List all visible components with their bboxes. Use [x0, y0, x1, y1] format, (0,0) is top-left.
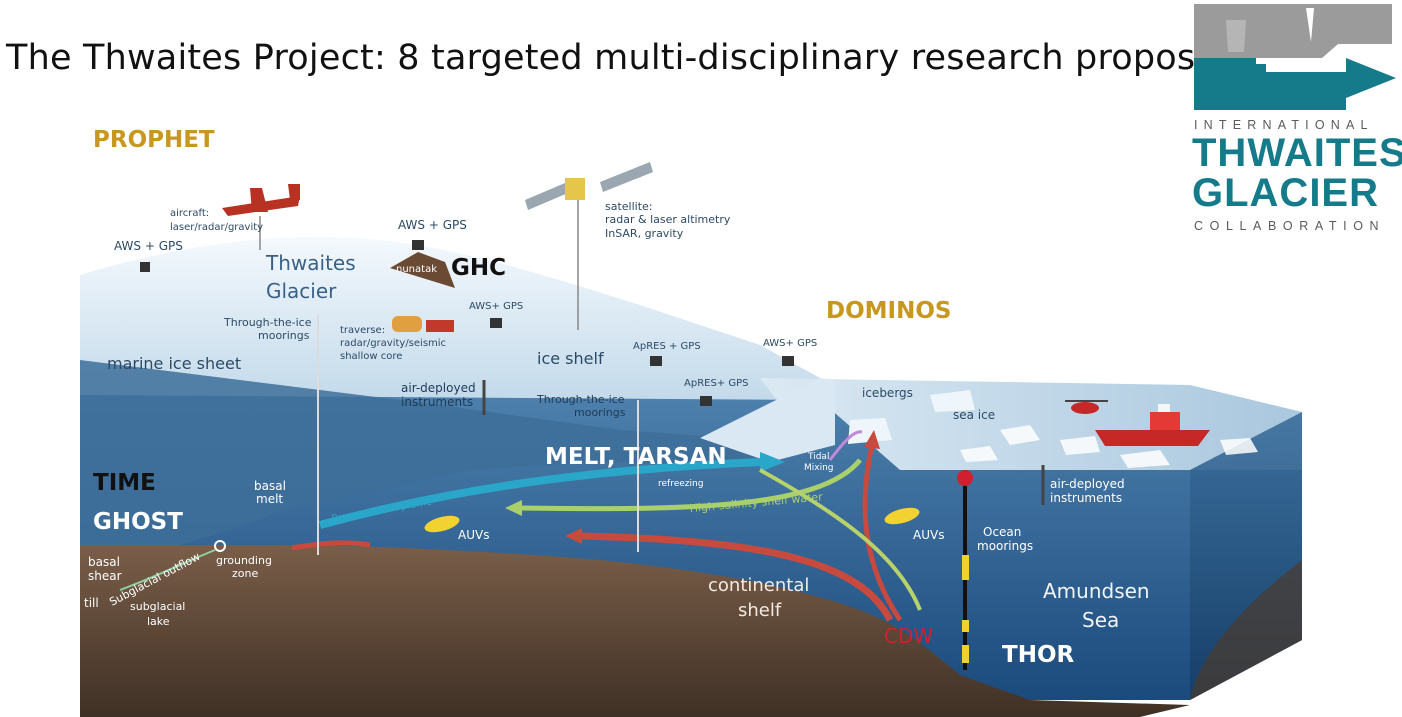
label-air-deployed-1a: air-deployed	[401, 381, 476, 395]
label-icebergs: icebergs	[862, 386, 913, 400]
high-salinity-arrow	[519, 458, 862, 512]
label-marine-ice-sheet: marine ice sheet	[107, 354, 241, 373]
label-traverse-3: shallow core	[340, 351, 402, 362]
label-continental: continental	[708, 575, 809, 596]
label-through-ice-2a: Through-the-ice	[536, 393, 625, 406]
label-through-ice-2b: moorings	[574, 406, 626, 419]
label-through-ice-1b: moorings	[258, 329, 310, 342]
project-dominos: DOMINOS	[826, 298, 951, 324]
label-satellite-1: satellite:	[605, 200, 653, 213]
glacier-arrow-logo-icon	[1194, 4, 1396, 110]
buoyant-plume-arrow	[318, 458, 761, 529]
sea-ice	[960, 425, 1258, 468]
label-apres-gps-2: ApRES+ GPS	[684, 378, 749, 389]
cdw-arrow-3	[291, 540, 371, 551]
mooring-buoy	[957, 470, 973, 486]
label-sea: Sea	[1082, 608, 1119, 632]
label-sea-ice: sea ice	[953, 408, 995, 422]
label-aws-gps-2: AWS+ GPS	[469, 301, 523, 312]
ice-body	[80, 360, 770, 560]
icebergs-shapes	[848, 390, 975, 444]
nunatak-shape	[390, 252, 455, 288]
project-prophet: PROPHET	[93, 127, 215, 153]
tidal-arrow	[828, 430, 863, 461]
label-refreezing: refreezing	[658, 479, 703, 489]
label-shelf: shelf	[738, 600, 782, 621]
label-ice-shelf: ice shelf	[537, 349, 604, 368]
label-basal-melt-2: melt	[256, 492, 283, 506]
green-arrow-down	[759, 468, 922, 611]
label-traverse-1: traverse:	[340, 325, 385, 336]
icebreaker-ship-icon	[1095, 404, 1210, 446]
logo-line-thwaites: THWAITES	[1192, 131, 1402, 175]
label-tidal-2: Mixing	[804, 463, 834, 473]
label-traverse-2: radar/gravity/seismic	[340, 338, 446, 349]
label-auvs-1: AUVs	[458, 528, 489, 542]
label-cdw: CDW	[884, 624, 933, 648]
label-subglacial-lake-2: lake	[147, 615, 170, 628]
label-ocean-moorings-1: Ocean	[983, 525, 1021, 539]
grounding-zone-marker	[214, 540, 226, 552]
subglacial-flow	[119, 549, 216, 591]
project-melt-tarsan: MELT, TARSAN	[545, 444, 727, 470]
bedrock	[80, 545, 1190, 717]
label-nunatak: nunatak	[396, 264, 437, 275]
label-glacier: Glacier	[266, 279, 337, 303]
label-air-deployed-1b: instruments	[401, 395, 473, 409]
cdw-arrow-1	[579, 532, 894, 622]
auv-icons	[424, 507, 920, 533]
label-aws-gps-left: AWS + GPS	[114, 239, 183, 253]
aircraft-icon	[222, 184, 300, 216]
label-grounding-2: zone	[232, 567, 258, 580]
label-air-deployed-2b: instruments	[1050, 491, 1122, 505]
label-subglacial-lake-1: subglacial	[130, 600, 185, 613]
sea-surface	[760, 378, 1302, 470]
label-aws-gps-3: AWS+ GPS	[763, 338, 817, 349]
label-amundsen: Amundsen	[1043, 579, 1150, 603]
project-thor: THOR	[1002, 642, 1074, 668]
project-time: TIME	[93, 470, 156, 496]
label-aircraft-1: aircraft:	[170, 208, 209, 219]
label-basal-shear-1: basal	[88, 555, 120, 569]
label-apres-gps-1: ApRES + GPS	[633, 341, 701, 352]
satellite-icon	[525, 162, 653, 210]
aws-station-icons	[140, 240, 794, 406]
project-ghc: GHC	[451, 255, 506, 281]
logo-line-glacier: GLACIER	[1192, 171, 1379, 215]
label-through-ice-1a: Through-the-ice	[223, 316, 312, 329]
label-satellite-2: radar & laser altimetry	[605, 213, 731, 226]
label-satellite-3: InSAR, gravity	[605, 227, 684, 240]
page-title: The Thwaites Project: 8 targeted multi-d…	[6, 38, 1246, 78]
logo-line-international: INTERNATIONAL	[1194, 118, 1374, 132]
label-till: till	[84, 596, 99, 610]
label-tidal-1: Tidal	[807, 452, 829, 462]
label-thwaites: Thwaites	[265, 251, 356, 275]
ice-shelf-front	[700, 378, 835, 462]
cdw-arrow-2	[862, 444, 903, 622]
itgc-logo: INTERNATIONAL THWAITES GLACIER COLLABORA…	[1186, 2, 1402, 237]
logo-line-collaboration: COLLABORATION	[1194, 219, 1386, 233]
label-basal-melt-1: basal	[254, 479, 286, 493]
helicopter-icon	[1065, 400, 1108, 414]
label-basal-shear-2: shear	[88, 569, 122, 583]
label-aircraft-2: laser/radar/gravity	[170, 222, 263, 233]
label-ocean-moorings-2: moorings	[977, 539, 1033, 553]
project-ghost: GHOST	[93, 509, 183, 535]
traverse-vehicles-icon	[392, 316, 454, 332]
label-grounding-1: grounding	[216, 554, 272, 567]
rock-side-face	[1190, 560, 1302, 700]
label-air-deployed-2a: air-deployed	[1050, 477, 1125, 491]
label-auvs-2: AUVs	[913, 528, 944, 542]
label-aws-gps-mid: AWS + GPS	[398, 218, 467, 232]
